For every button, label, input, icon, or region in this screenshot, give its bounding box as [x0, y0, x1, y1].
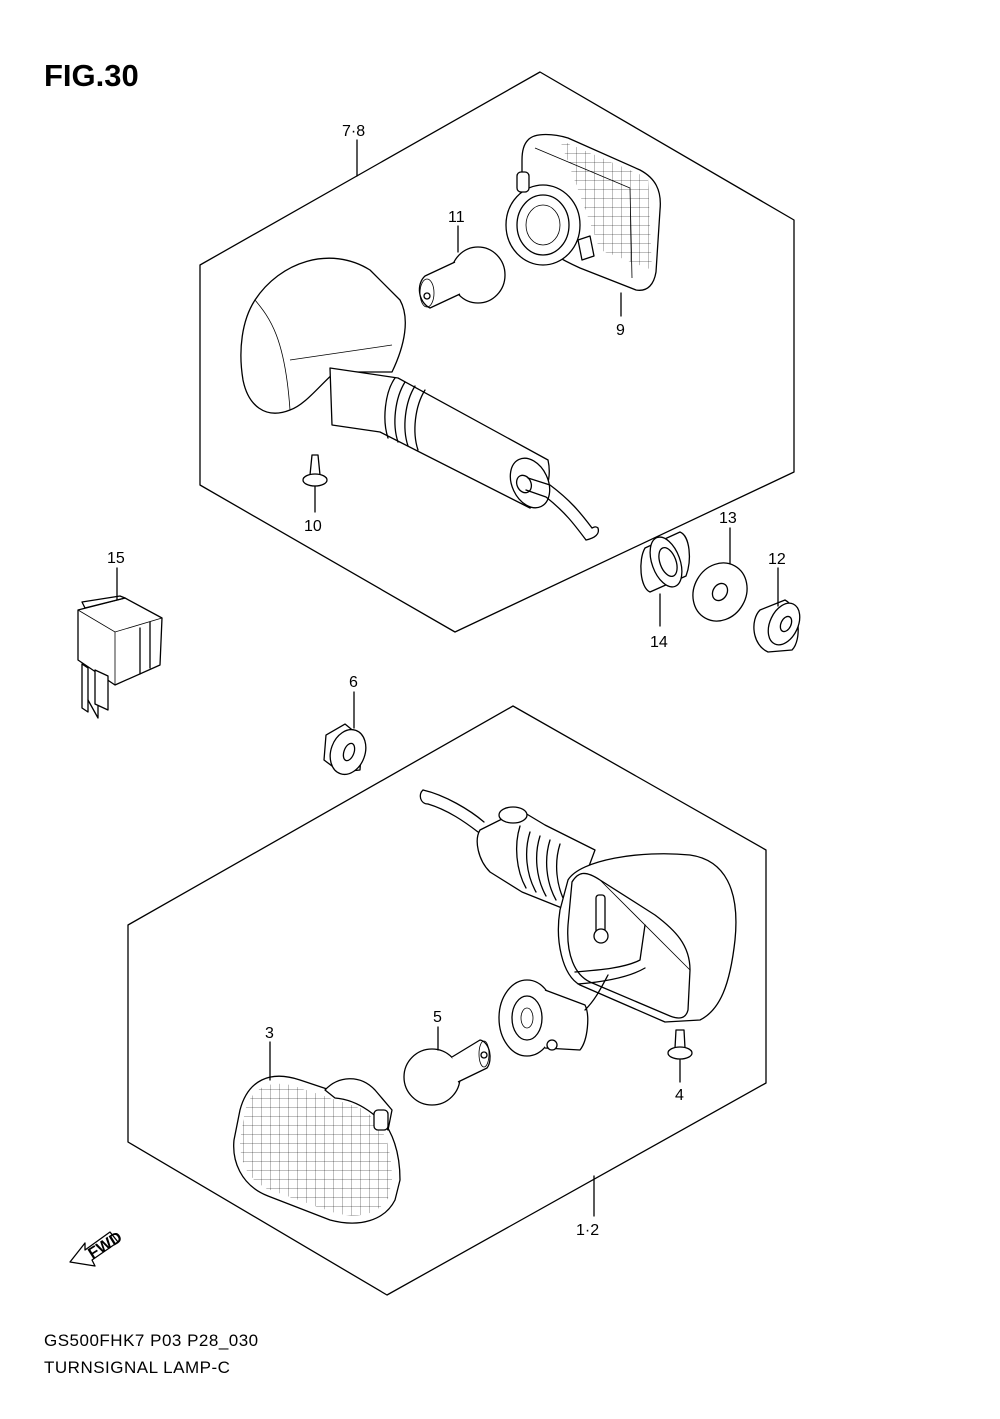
lower-assembly-outline [127, 705, 767, 1296]
leader-lines [116, 139, 779, 1217]
lower-screw[interactable] [667, 1029, 693, 1060]
nut-14[interactable] [640, 531, 691, 593]
callout-11: 11 [448, 209, 465, 226]
figure-title: FIG.30 [44, 58, 139, 93]
callout-1-2: 1·2 [576, 1222, 599, 1239]
callout-10: 10 [304, 518, 322, 535]
callout-9: 9 [616, 322, 625, 339]
fwd-label: FWD [86, 1229, 126, 1263]
nut-12[interactable] [753, 598, 806, 653]
callout-13: 13 [719, 510, 737, 527]
model-code: GS500FHK7 P03 P28_030 [44, 1331, 259, 1350]
callout-12: 12 [768, 551, 786, 568]
diagram-name: TURNSIGNAL LAMP-C [44, 1358, 231, 1377]
upper-screw[interactable] [302, 454, 328, 487]
upper-turnsignal-housing[interactable] [240, 257, 600, 541]
upper-bulb[interactable] [418, 246, 506, 309]
callout-4: 4 [675, 1087, 684, 1104]
lower-bulb[interactable] [403, 1039, 491, 1106]
lower-socket[interactable] [498, 974, 609, 1057]
forward-direction-arrow: FWD [69, 1229, 126, 1267]
turnsignal-relay[interactable] [77, 595, 163, 719]
washer-13[interactable] [682, 553, 757, 631]
callout-7-8: 7·8 [342, 123, 365, 140]
nut-6[interactable] [323, 723, 372, 779]
lower-lens[interactable] [233, 1075, 401, 1224]
callout-3: 3 [265, 1025, 274, 1042]
callout-14: 14 [650, 634, 668, 651]
callout-5: 5 [433, 1009, 442, 1026]
lower-turnsignal-housing[interactable] [419, 789, 737, 1023]
upper-lens[interactable] [505, 133, 661, 291]
callout-15: 15 [107, 550, 125, 567]
upper-assembly-outline [199, 71, 795, 633]
callout-labels: 7·8 11 9 10 15 13 12 14 6 3 5 4 1·2 [107, 123, 786, 1239]
callout-6: 6 [349, 674, 358, 691]
